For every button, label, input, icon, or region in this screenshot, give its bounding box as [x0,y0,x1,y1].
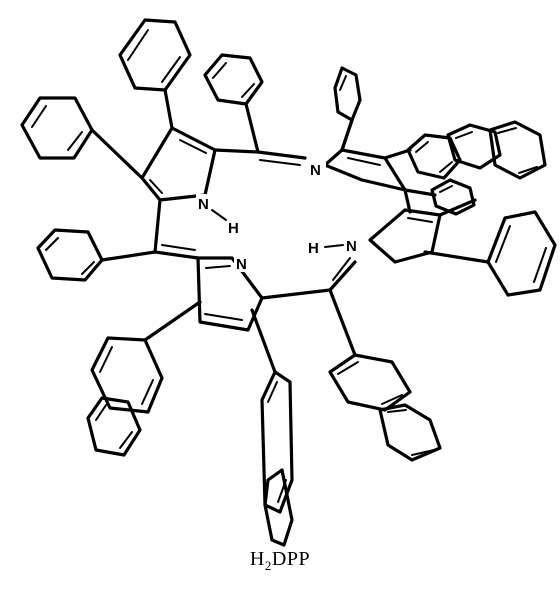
phenyl-ring-16 [378,403,442,462]
atom-nh-left-h: H [228,220,239,237]
phenyl-ring-15 [328,288,412,412]
phenyl-ring-14 [263,468,294,547]
phenyl-ring-9 [423,210,557,297]
phenyl-ring-8 [430,178,476,216]
phenyl-ring-7 [488,120,547,180]
atom-labels: N N N H N H [196,160,362,273]
caption-rest: DPP [271,548,311,570]
atom-nh-right-n: N [346,238,357,255]
phenyl-ring-5 [406,133,462,180]
compound-label: H2DPP [0,548,560,574]
phenyl-ring-11 [90,300,202,414]
phenyl-ring-13 [250,308,294,514]
caption-subscript: 2 [264,558,272,573]
phenyl-ring-1 [118,18,192,130]
phenyl-ring-3 [203,53,264,154]
phenyl-ring-2 [20,96,144,180]
phenyl-ring-6 [446,123,502,170]
atom-nh-right-h: H [308,240,319,257]
caption-main: H [249,548,265,570]
atom-n-lower: N [236,256,247,273]
phenyl-ring-10 [36,228,157,282]
porphyrin-core [140,118,477,332]
atom-n-upper: N [310,162,321,179]
phenyl-ring-12 [86,396,142,457]
atom-nh-left-n: N [198,196,209,213]
